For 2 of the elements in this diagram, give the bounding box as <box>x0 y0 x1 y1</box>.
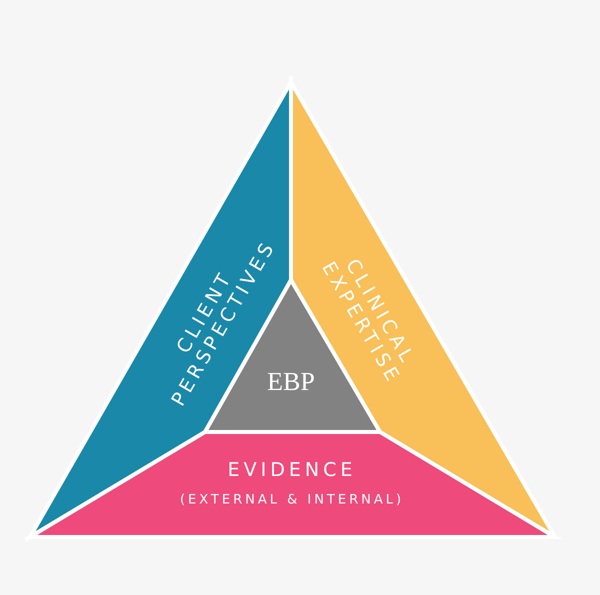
segment-sublabel: (EXTERNAL & INTERNAL) <box>178 494 406 508</box>
segment-label: EVIDENCE <box>226 460 358 482</box>
